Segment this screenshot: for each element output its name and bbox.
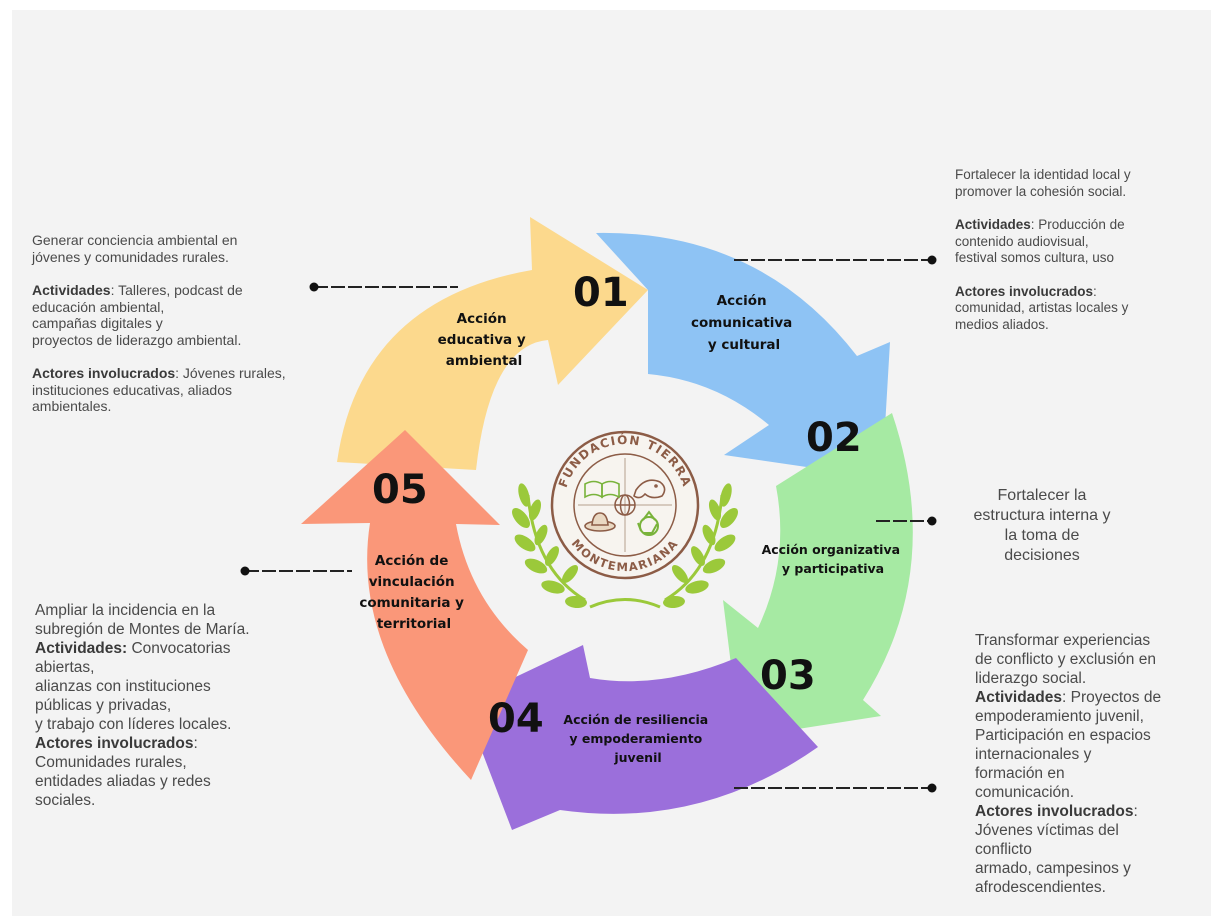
actors-line: armado, campesinos y [975,860,1131,877]
activities-line: educación ambiental, [32,298,165,315]
activities-line: empoderamiento juvenil, [975,708,1144,725]
description-05: Ampliar la incidencia en la subregión de… [35,601,325,810]
step-number-05: 05 [372,467,428,513]
objective-line: Fortalecer la [997,487,1087,504]
step-number-01: 01 [573,270,629,316]
objective-line: Fortalecer la identidad local y [955,167,1131,182]
arrow-04 [463,645,818,830]
activities-label: Actividades [955,217,1031,232]
activities-line: festival somos cultura, uso [955,250,1115,265]
actors-line: Comunidades rurales, [35,754,187,771]
objective-line: estructura interna y [973,507,1111,524]
actors-line: sociales. [35,792,96,809]
connector-dot-04 [927,783,937,793]
activities-line: internacionales y [975,746,1092,763]
description-03: Fortalecer la estructura interna y la to… [952,486,1132,566]
activities-line: comunicación. [975,784,1075,801]
activities-text: Convocatorias [127,640,231,657]
step-number-03: 03 [760,653,816,699]
activities-line: proyectos de liderazgo ambiental. [32,331,242,348]
activities-line: formación en [975,765,1065,782]
cycle-diagram: 01 02 03 04 05 Acción educativa y ambien… [240,217,937,830]
step-title-04: Acción de resiliencia y empoderamiento j… [563,712,712,765]
step-number-02: 02 [806,415,862,461]
activities-label: Actividades: [35,640,128,657]
step-title-05: Acción de vinculación comunitaria y terr… [359,553,468,632]
activities-line: públicas y privadas, [35,697,172,714]
connector-dot-03 [927,516,937,526]
activities-text: : Talleres, podcast de [110,282,243,298]
connector-dot-05 [240,566,250,576]
objective-line: Transformar experiencias [975,632,1151,649]
recycle-icon [637,510,659,536]
activities-line: abiertas, [35,659,95,676]
laurel-icon [512,483,738,609]
objective-line: de conflicto y exclusión en [975,651,1156,668]
actors-text: : [1133,803,1138,820]
actors-line: medios aliados. [955,316,1049,332]
step-title-02: Acción comunicativa y cultural [691,293,797,353]
activities-label: Actividades [32,282,111,298]
connector-dot-01 [309,282,319,292]
description-01: Generar conciencia ambiental en jóvenes … [32,232,342,415]
globe-icon [614,494,636,516]
actors-line: ambientales. [32,398,112,414]
arrow-01 [337,217,648,470]
actors-label: Actores involucrados [955,283,1094,299]
arrow-03 [723,413,913,738]
activities-line: y trabajo con líderes locales. [35,716,232,733]
objective-line: promover la cohesión social. [955,183,1127,199]
activities-line: Participación en espacios [975,727,1151,744]
book-icon [584,480,620,499]
actors-line: comunidad, artistas locales y [955,300,1129,315]
actors-line: conflicto [975,841,1032,858]
logo: FUNDACIÓN TIERRA MONTEMARIANA [512,430,738,609]
arrow-02 [596,232,890,478]
activities-line: alianzas con instituciones [35,678,211,695]
objective-line: la toma de [1004,527,1080,544]
objective-line: Generar conciencia ambiental en [32,232,238,248]
diagram-canvas: 01 02 03 04 05 Acción educativa y ambien… [12,10,1211,916]
hat-icon [584,512,616,532]
objective-line: subregión de Montes de María. [35,621,250,638]
manatee-icon [633,479,666,499]
actors-line: entidades aliadas y redes [35,773,211,790]
actors-line: afrodescendientes. [975,879,1106,896]
step-title-03: Acción organizativa y participativa [762,542,905,576]
activities-text: : Proyectos de [1062,689,1162,706]
actors-text: : [193,735,198,752]
actors-line: Jóvenes víctimas del [975,822,1119,839]
actors-label: Actores involucrados [32,365,176,381]
activities-text: : Producción de [1030,217,1125,232]
objective-line: liderazgo social. [975,670,1087,687]
actors-line: instituciones educativas, aliados [32,381,233,398]
description-04: Transformar experiencias de conflicto y … [975,631,1205,897]
activities-line: contenido audiovisual, [955,233,1089,249]
connector-dot-02 [927,255,937,265]
activities-label: Actividades [975,689,1063,706]
activities-line: campañas digitales y [32,315,163,331]
actors-label: Actores involucrados [35,735,194,752]
arrow-05 [301,430,528,780]
description-02: Fortalecer la identidad local y promover… [955,167,1185,333]
objective-line: decisiones [1004,547,1080,564]
objective-line: jóvenes y comunidades rurales. [32,248,229,265]
objective-line: Ampliar la incidencia en la [35,602,216,619]
actors-text: : [1093,283,1097,299]
step-number-04: 04 [488,696,544,742]
actors-text: : Jóvenes rurales, [175,365,286,381]
actors-label: Actores involucrados [975,803,1134,820]
step-title-01: Acción educativa y ambiental [438,311,531,369]
